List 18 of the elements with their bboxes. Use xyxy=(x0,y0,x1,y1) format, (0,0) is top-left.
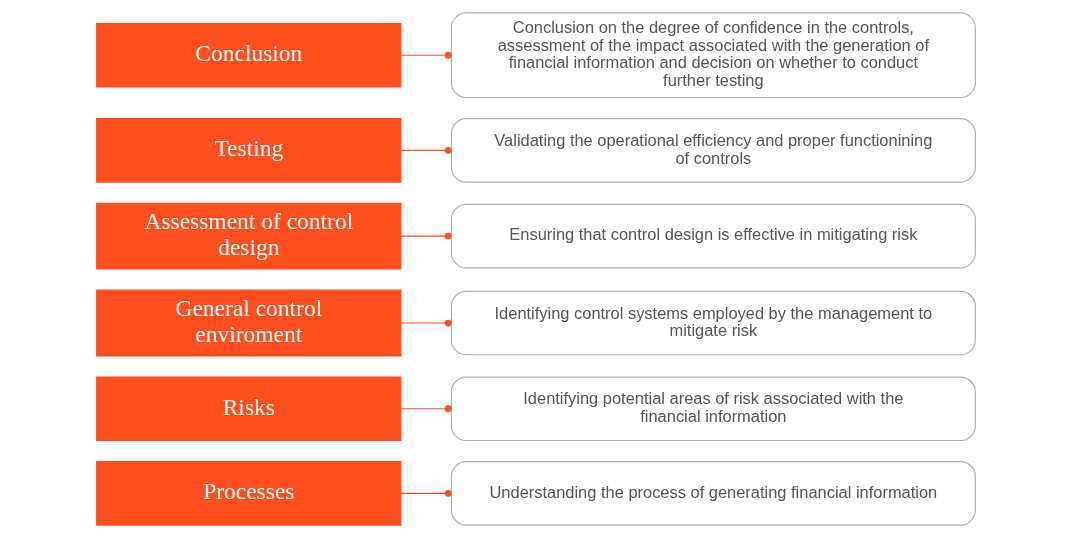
connector xyxy=(400,489,452,497)
connector xyxy=(400,232,452,240)
node-box: Testing xyxy=(96,118,402,183)
connector xyxy=(400,405,452,413)
node-box: Identifying control systems employed by the management to mitigate risk xyxy=(450,290,976,356)
node-box: Validating the operational efficiency and proper functionining of controls xyxy=(450,118,976,183)
connector xyxy=(400,319,452,327)
node-box: Ensuring that control design is effective in mitigating risk xyxy=(450,203,976,269)
node-box: Assessment of control design xyxy=(96,202,402,270)
node-box: Conclusion on the degree of confidence in the controls, assessment of the impact associated with the generation of financial information and decision on whether to conduct further testing xyxy=(450,12,976,99)
node-box: Processes xyxy=(96,461,402,526)
node-box: General control enviroment xyxy=(96,289,402,357)
node-box: Conclusion xyxy=(96,22,402,88)
node-box: Risks xyxy=(96,376,402,442)
connector xyxy=(400,146,452,154)
node-box: Identifying potential areas of risk associated with the financial information xyxy=(450,376,976,442)
connector xyxy=(400,51,452,59)
node-box: Understanding the process of generating financial information xyxy=(450,461,976,526)
